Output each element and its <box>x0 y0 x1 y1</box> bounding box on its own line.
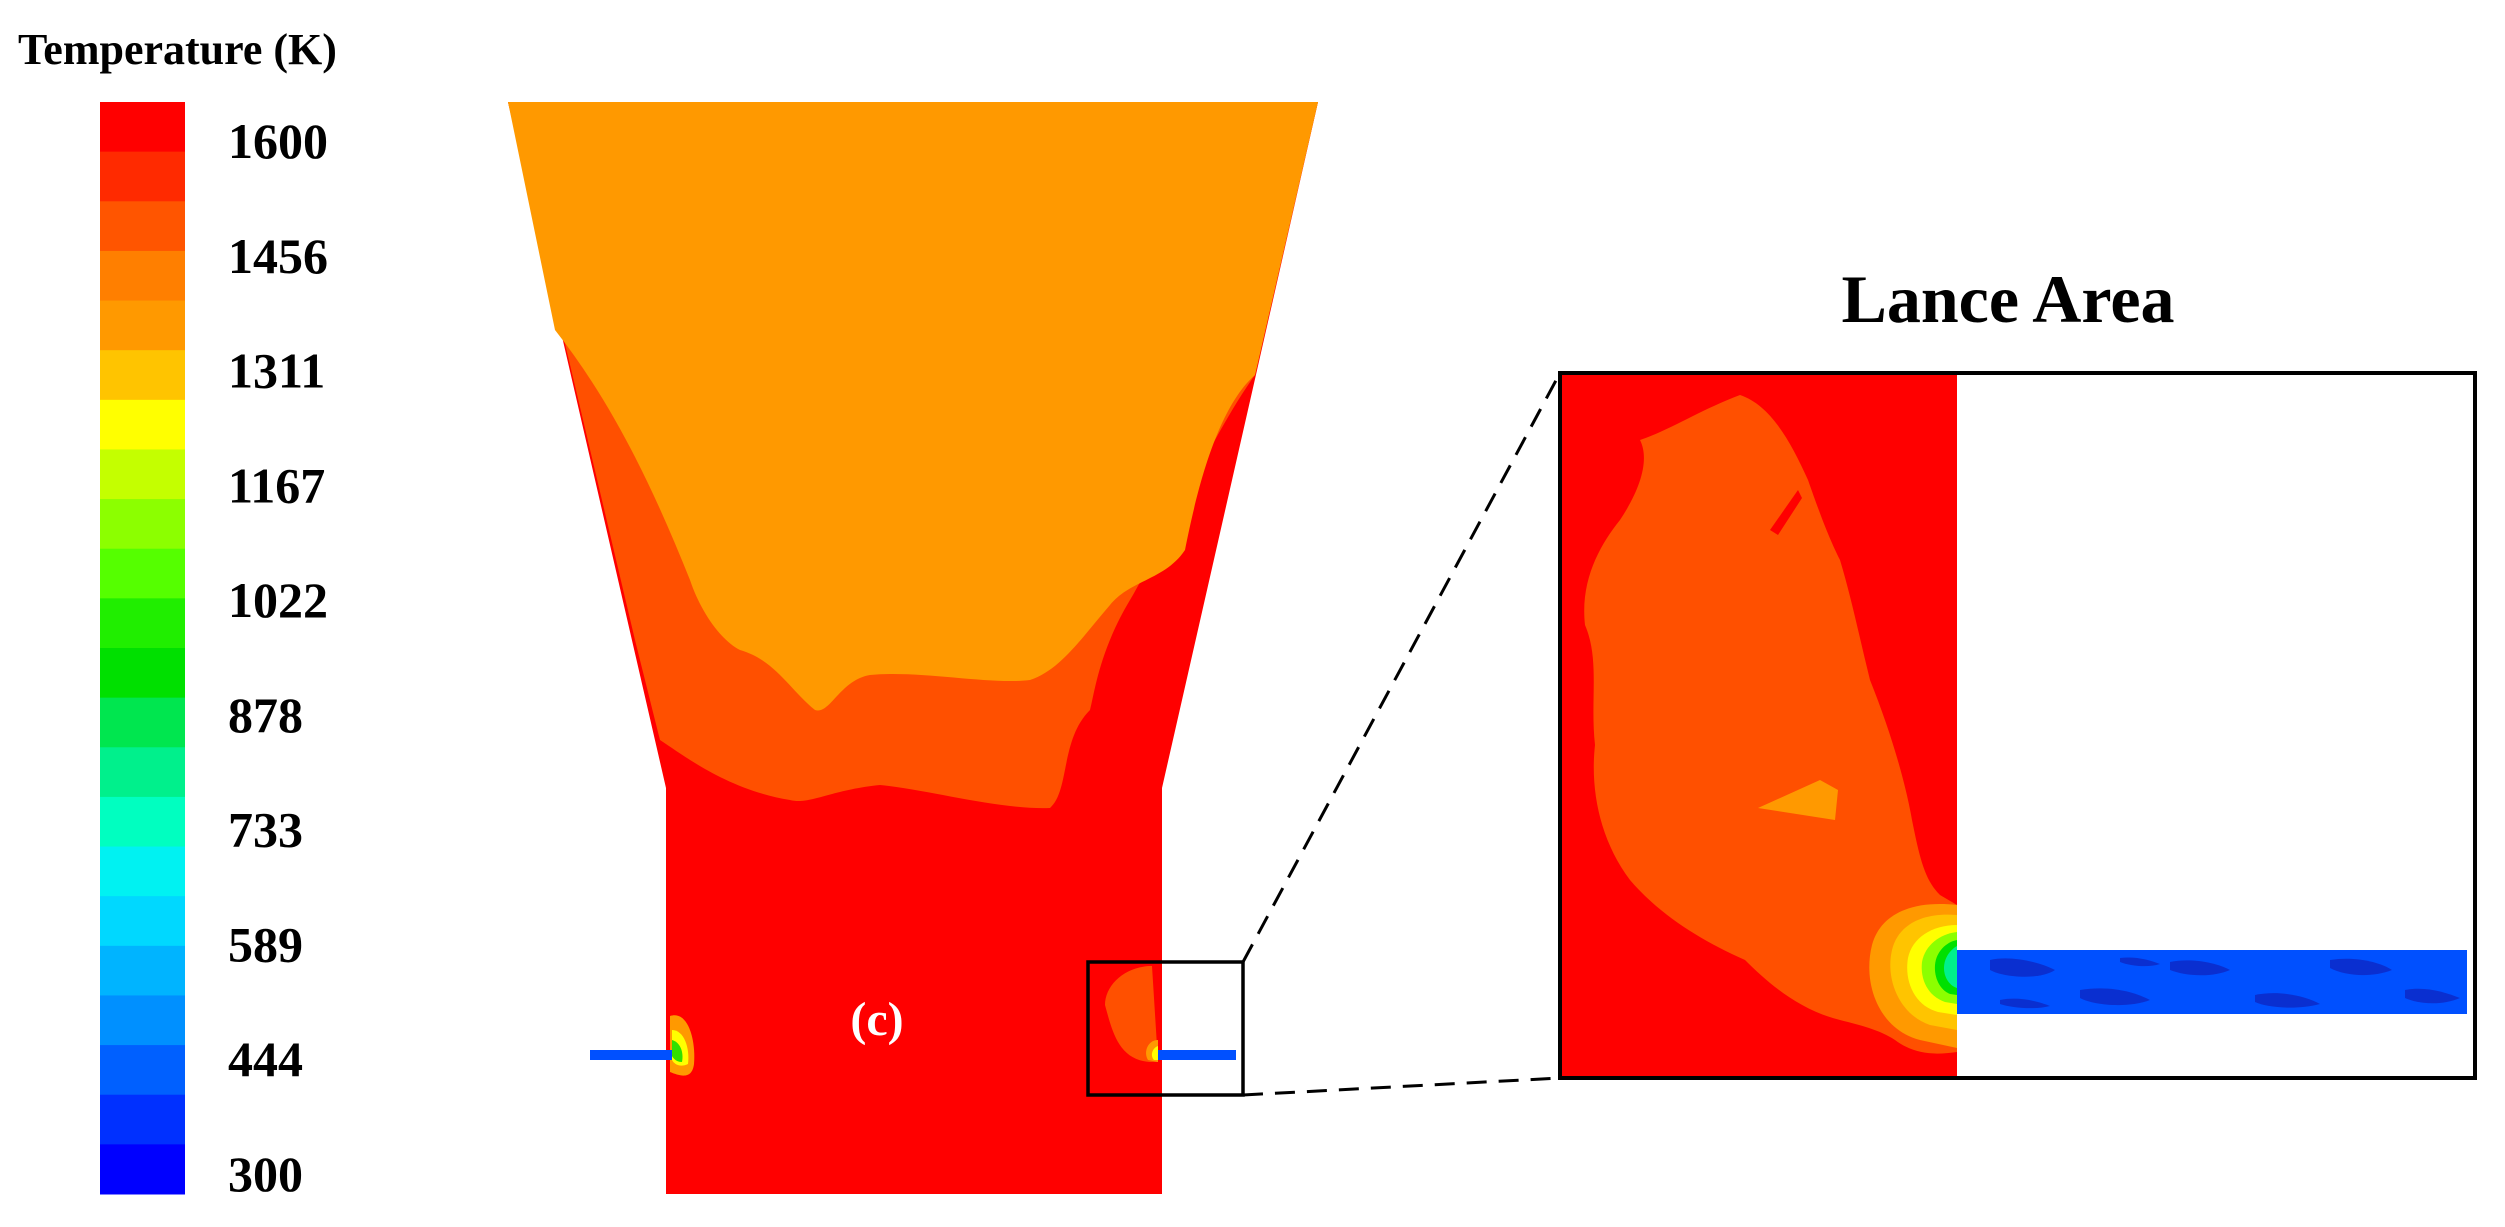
legend-tick-label: 444 <box>228 1031 303 1087</box>
legend-band <box>100 1144 185 1195</box>
legend-tick-label: 878 <box>228 687 303 743</box>
legend-band <box>100 1094 185 1145</box>
inset-zone-1550 <box>1584 395 1957 1054</box>
inset-frame <box>1558 371 2477 1080</box>
legend-color-bar <box>100 102 185 1195</box>
legend-band <box>100 945 185 996</box>
legend-band <box>100 201 185 252</box>
inset-pocket-1480 <box>1758 780 1838 820</box>
legend-band <box>100 995 185 1046</box>
legend-band <box>100 449 185 500</box>
legend-title: Temperature (K) <box>18 25 337 74</box>
legend-band <box>100 499 185 550</box>
legend-tick-label: 300 <box>228 1146 303 1202</box>
legend-tick-label: 1167 <box>228 457 325 513</box>
legend-band <box>100 350 185 401</box>
furnace-contour: (c) <box>508 102 1318 1194</box>
legend-band <box>100 648 185 699</box>
legend-band <box>100 747 185 798</box>
inset-lance-tip <box>1869 904 1957 1048</box>
left-lance <box>590 1015 695 1076</box>
legend-band <box>100 896 185 947</box>
legend-band <box>100 300 185 351</box>
legend-tick-label: 1600 <box>228 113 328 169</box>
legend-tick-label: 1022 <box>228 572 328 628</box>
inset-lance-jet-pattern <box>1990 957 2460 1009</box>
color-legend: Temperature (K) 1600 1456 1311 1167 1022 878 7… <box>18 25 337 1202</box>
legend-tick-labels: 1600 1456 1311 1167 1022 878 733 589 444 300 <box>228 113 328 1202</box>
furnace-zone-1480 <box>508 102 1318 711</box>
legend-band <box>100 102 185 153</box>
legend-band <box>100 697 185 748</box>
inset-title: Lance Area <box>1841 261 2174 337</box>
legend-band <box>100 1045 185 1096</box>
panel-label: (c) <box>850 993 903 1046</box>
legend-tick-label: 733 <box>228 802 303 858</box>
lance-zoom-box <box>1086 960 1245 1097</box>
legend-band <box>100 151 185 202</box>
legend-tick-label: 1311 <box>228 343 325 399</box>
legend-tick-label: 589 <box>228 916 303 972</box>
lance-area-inset: Lance Area <box>1558 261 2477 1080</box>
legend-band <box>100 796 185 848</box>
legend-band <box>100 548 185 599</box>
zoom-connector-lines <box>1241 372 1562 1097</box>
legend-tick-label: 1456 <box>228 228 328 284</box>
legend-band <box>100 846 185 897</box>
right-lance <box>1105 966 1236 1062</box>
legend-band <box>100 598 185 649</box>
legend-band <box>100 399 185 450</box>
legend-band <box>100 250 185 302</box>
